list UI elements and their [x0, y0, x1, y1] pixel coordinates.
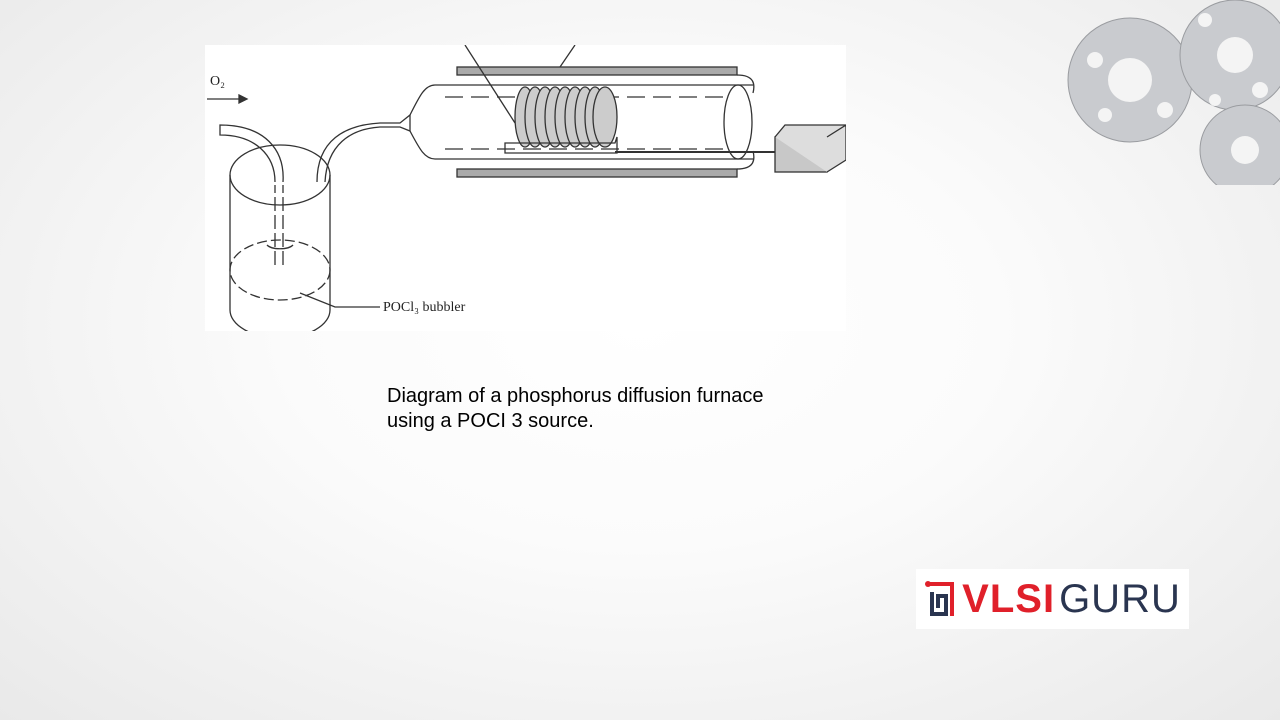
bubbler-label: POCl₃ bubbler [383, 300, 466, 315]
gears-decoration-icon [1067, 0, 1280, 185]
logo-text-guru: GURU [1059, 576, 1181, 621]
diffusion-furnace-diagram: O₂ POCl₃ bubbler [205, 44, 847, 339]
logo-text-vlsi: VLSI [962, 576, 1056, 621]
oxygen-label: O₂ [210, 74, 225, 89]
diagram-caption: Diagram of a phosphorus diffusion furnac… [387, 385, 764, 432]
vlsiguru-logo-icon [925, 581, 955, 616]
